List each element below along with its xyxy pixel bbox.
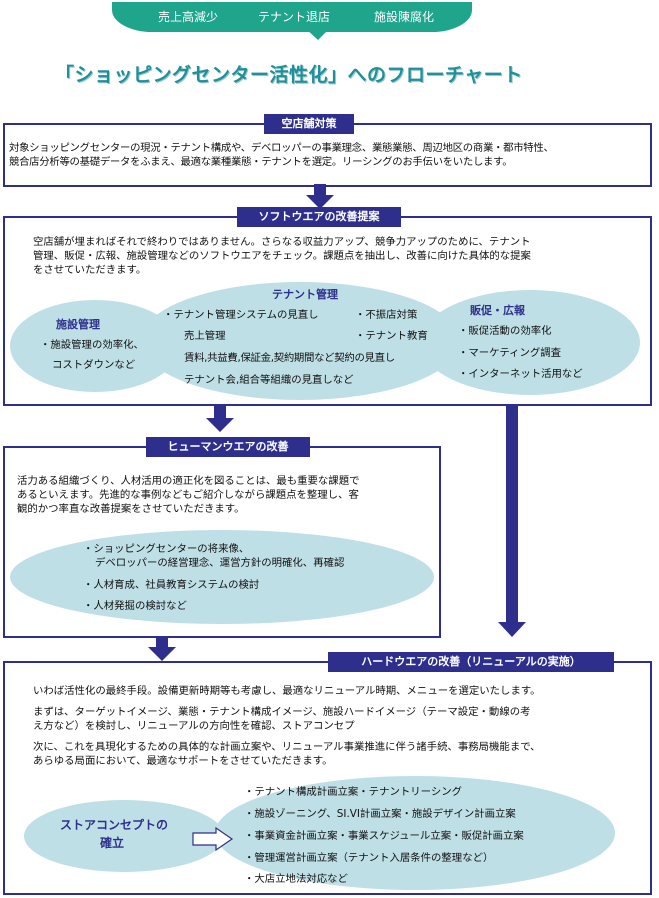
software-bubble-center [140,282,460,400]
tenant-right-item-2: ・テナント教育 [355,330,428,342]
facility-item-2: コストダウンなど [52,359,136,371]
concept-line-1: ストアコンセプトの [60,818,169,832]
hardware-line-5: あらゆる局面において、最適なサポートをさせていただきます。 [33,755,333,767]
software-label: ソフトウエアの改善提案 [237,207,401,227]
top-banner [112,2,472,32]
humanware-label: ヒューマンウエアの改善 [146,437,310,457]
banner-item-1: 売上高減少 [158,10,219,24]
hardware-item-3: ・事業資金計画立案・事業スケジュール立案・販促計画立案 [244,830,524,842]
humanware-line-2: あるといえます。先進的な事例などもご紹介しながら課題点を整理し、客 [17,489,359,501]
hardware-bubble-left [24,800,224,872]
tenant-item-4: テナント会,組合等組織の見直しなど [184,374,354,386]
tenant-right-item-1: ・不振店対策 [355,309,418,321]
promotion-item-2: ・マーケティング調査 [458,347,562,359]
hardware-line-4: 次に、これを具現化するための具体的な計画立案や、リニューアル事業推進に伴う諸手続… [33,741,541,753]
hardware-line-2: まずは、ターゲットイメージ、業態・テナント構成イメージ、施設ハードイメージ（テー… [33,706,531,718]
arrow-down-1 [306,184,334,209]
vacancy-line-2: 競合店分析等の基礎データをふまえ、最適な業種業態・テナントを選定。リーシングのお… [9,156,513,168]
hardware-bubble-right [215,776,615,890]
hardware-item-2: ・施設ゾーニング、SI.VI計画立案・施設デザイン計画立案 [244,808,516,820]
banner-tail [305,28,330,40]
banner-item-2: テナント退店 [258,10,331,24]
concept-line-2: 確立 [100,836,125,850]
page-title: 「ショッピングセンター活性化」へのフローチャート [55,64,523,86]
arrow-down-2 [206,405,234,432]
humanware-item-3: ・人材育成、社員教育システムの検討 [83,579,260,591]
concept-arrow-icon [192,827,234,851]
tenant-item-1: ・テナント管理システムの見直し [163,309,319,321]
promotion-item-3: ・インターネット活用など [458,368,583,380]
facility-item-1: ・施設管理の効率化、 [40,339,144,351]
humanware-item-1: ・ショッピングセンターの将来像、 [83,543,250,555]
tenant-item-3: 賃料,共益費,保証金,契約期間など契約の見直し [184,352,395,364]
software-bubble-right [420,290,640,395]
vacancy-label: 空店舗対策 [264,114,354,134]
hardware-line-3: え方など）を検討し、リニューアルの方向性を確認、ストアコンセプ [33,720,355,732]
banner-item-3: 施設陳腐化 [374,10,435,24]
hardware-item-5: ・大店立地法対応など [244,873,348,885]
software-line-3: をさせていただきます。 [33,264,147,276]
humanware-line-1: 活力ある組織づくり、人材活用の適正化を図ることは、最も重要な課題で [17,475,360,487]
humanware-item-2: デベロッパーの経営理念、運営方針の明確化、再確認 [95,557,345,569]
vacancy-line-1: 対象ショッピングセンターの現況・テナント構成や、デベロッパーの事業理念、業態業態… [9,142,554,154]
software-line-2: 管理、販促・広報、施設管理などのソフトウエアをチェック。課題点を抽出し、改善に向… [33,250,531,262]
hardware-item-1: ・テナント構成計画立案・テナントリーシング [244,786,462,798]
humanware-line-3: 観的かつ率直な改善提案をさせていただきます。 [17,503,245,515]
facility-heading: 施設管理 [56,318,100,331]
promotion-heading: 販促・広報 [470,304,525,317]
promotion-item-1: ・販促活動の効率化 [458,325,552,337]
humanware-bubble [10,530,434,624]
software-line-1: 空店舗が埋まればそれで終わりではありません。さらなる収益力アップ、競争力アップの… [33,236,531,248]
arrow-down-3 [148,636,176,661]
hardware-line-1: いわば活性化の最終手段。設備更新時期等も考慮し、最適なリニューアル時期、メニュー… [33,685,541,697]
humanware-item-4: ・人材発掘の検討など [83,600,187,612]
arrow-down-long [498,405,526,637]
tenant-heading: テナント管理 [272,288,338,301]
hardware-label: ハードウエアの改善（リニューアルの実施） [328,652,614,672]
hardware-item-4: ・管理運営計画立案（テナント入居条件の整理など） [244,852,494,864]
tenant-item-2: 売上管理 [184,330,226,342]
